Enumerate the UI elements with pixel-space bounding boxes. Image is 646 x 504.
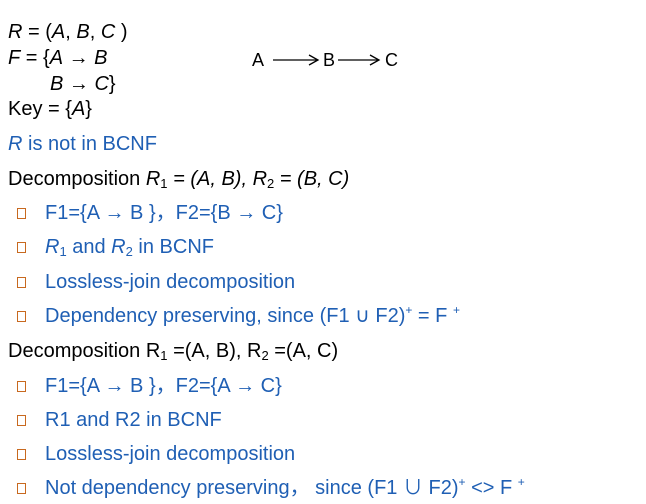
fd-set-line2: B → C} [50,73,116,95]
decomposition-2-item: Lossless-join decomposition [45,443,296,465]
fd-set-line1: F = {A → B [8,47,108,69]
not-bcnf-statement: R is not in BCNF [8,133,157,155]
bullet-icon [17,242,26,253]
decomposition-2-item: Not dependency preserving， since (F1 ∪ F… [45,475,525,499]
decomposition-2-item: R1 and R2 in BCNF [45,409,222,431]
dependency-diagram: A B C [245,48,415,72]
bullet-icon [17,483,26,494]
decomposition-1-header: Decomposition R1 = (A, B), R2 = (B, C) [8,168,350,191]
bullet-icon [17,415,26,426]
bullet-icon [17,311,26,322]
key-line: Key = {A} [8,98,92,120]
relation-schema: R = (A, B, C ) [8,21,128,43]
decomposition-2-header: Decomposition R1 =(A, B), R2 =(A, C) [8,340,339,363]
diagram-node-c: C [385,50,398,70]
arrow-ab-icon [273,54,320,66]
decomposition-1-item: Lossless-join decomposition [45,271,296,293]
diagram-node-a: A [252,50,265,70]
diagram-node-b: B [323,50,336,70]
arrow-bc-icon [338,54,381,66]
bullet-icon [17,381,26,392]
bullet-icon [17,277,26,288]
decomposition-1-item: F1={A → B }，F2={B → C} [45,202,283,224]
decomposition-2-item: F1={A → B }，F2={A → C} [45,375,282,397]
bullet-icon [17,208,26,219]
decomposition-1-item: R1 and R2 in BCNF [45,236,214,259]
bullet-icon [17,449,26,460]
decomposition-1-item: Dependency preserving, since (F1 ∪ F2)+ … [45,303,460,327]
